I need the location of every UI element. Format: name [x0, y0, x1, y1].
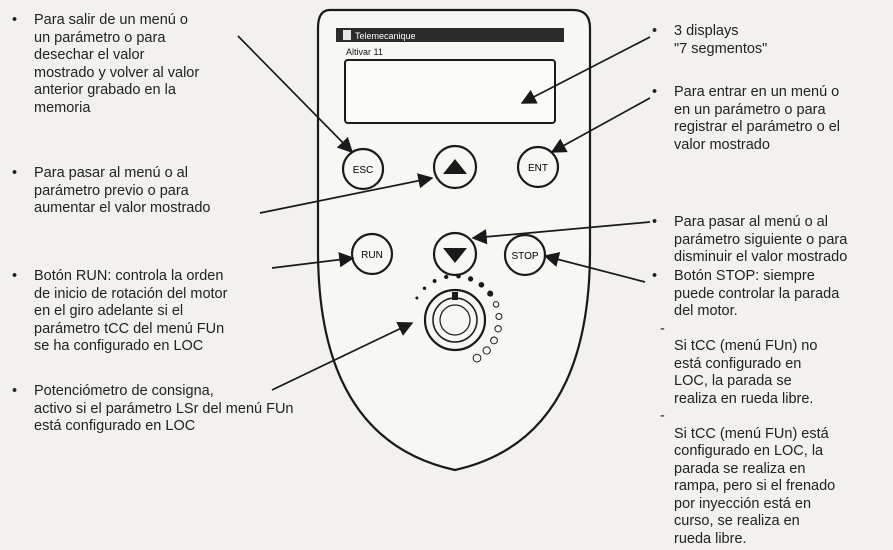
esc-button[interactable]: ESC [341, 147, 385, 191]
scale-dot [492, 301, 500, 308]
annotation-run: • Botón RUN: controla la orden de inicio… [12, 268, 277, 356]
esc-button-label: ESC [353, 165, 374, 176]
arrow-down [471, 221, 651, 245]
arrow-display [520, 36, 651, 104]
potentiometer-knob[interactable] [423, 288, 487, 352]
annotation-display-text: 3 displays "7 segmentos" [674, 23, 768, 57]
arrow-pot [271, 322, 414, 391]
annotation-down-text: Para pasar al menú o al parámetro siguie… [674, 214, 848, 265]
scale-dot [432, 279, 437, 283]
annotation-esc-text: Para salir de un menú o un parámetro o p… [34, 12, 200, 116]
pointer-arrows [237, 35, 651, 391]
annotation-esc: • Para salir de un menú o un parámetro o… [12, 12, 252, 117]
annotation-stop-sub1-text: Si tCC (menú FUn) no está configurado en… [674, 338, 818, 407]
bullet: • [652, 84, 658, 100]
annotation-stop-sub2-text: Si tCC (menú FUn) está configurado en LO… [674, 425, 836, 547]
run-button[interactable]: RUN [350, 232, 394, 276]
scale-dot [482, 346, 491, 355]
scale-dot [456, 273, 461, 279]
ent-button[interactable]: ENT [516, 145, 560, 189]
annotation-display: • 3 displays "7 segmentos" [652, 23, 872, 58]
annotation-pot: • Potenciómetro de consigna, activo si e… [12, 383, 342, 436]
scale-dot [490, 336, 498, 345]
arrow-down-icon [443, 248, 467, 263]
arrow-up [259, 173, 434, 214]
annotation-down: • Para pasar al menú o al parámetro sigu… [652, 214, 890, 267]
dash: - [660, 320, 665, 337]
scale-dot [415, 296, 419, 300]
arrow-up-icon [443, 159, 467, 174]
annotation-ent: • Para entrar en un menú o en un parámet… [652, 84, 888, 154]
brand-logo-icon [343, 30, 351, 40]
scale-dot [472, 353, 482, 363]
stop-button-label: STOP [511, 251, 538, 262]
annotation-up: • Para pasar al menú o al parámetro prev… [12, 165, 262, 218]
ent-button-label: ENT [528, 163, 548, 174]
arrow-stop [543, 252, 646, 283]
scale-dot [495, 313, 503, 320]
seven-segment-display [344, 59, 556, 124]
annotation-run-text: Botón RUN: controla la orden de inicio d… [34, 268, 228, 354]
annotation-up-text: Para pasar al menú o al parámetro previo… [34, 165, 211, 216]
model-label: Altivar 11 [346, 47, 383, 57]
bullet: • [652, 214, 658, 230]
up-button[interactable] [432, 144, 478, 190]
annotation-ent-text: Para entrar en un menú o en un parámetro… [674, 84, 841, 153]
annotation-stop-sub1: -Si tCC (menú FUn) no está configurado e… [660, 321, 888, 409]
bullet: • [12, 268, 18, 284]
stop-button[interactable]: STOP [503, 233, 547, 277]
bullet: • [12, 165, 18, 181]
bullet: • [652, 23, 658, 39]
bullet: • [12, 383, 18, 399]
annotation-stop-text: Botón STOP: siempre puede controlar la p… [674, 268, 840, 319]
scale-dot [444, 274, 449, 280]
scale-dot [494, 325, 502, 333]
bullet: • [652, 268, 658, 284]
brand-label: Telemecanique [355, 31, 416, 41]
down-button[interactable] [432, 231, 478, 277]
arrow-esc [237, 35, 354, 154]
annotation-stop: • Botón STOP: siempre puede controlar la… [652, 268, 888, 548]
scale-dot [422, 286, 427, 291]
scale-dot [487, 290, 494, 297]
annotation-stop-sub2: -Si tCC (menú FUn) está configurado en L… [660, 408, 888, 548]
bullet: • [12, 12, 18, 28]
dash: - [660, 408, 665, 424]
run-button-label: RUN [361, 250, 383, 261]
arrow-ent [550, 97, 651, 153]
scale-dot [478, 281, 485, 288]
annotation-pot-text: Potenciómetro de consigna, activo si el … [34, 383, 294, 434]
scale-dot [468, 276, 474, 282]
potentiometer-scale-dots [415, 273, 503, 363]
arrow-run [271, 252, 355, 269]
device-header-bar [336, 28, 564, 42]
